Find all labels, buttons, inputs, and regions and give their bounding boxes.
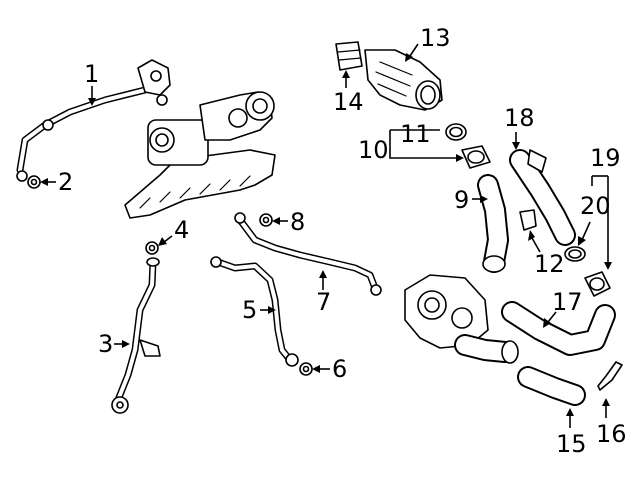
- callout-4: 4: [158, 216, 189, 246]
- part-17-charge-pipe: [501, 301, 616, 356]
- callout-label: 7: [316, 288, 331, 316]
- callout-label: 9: [454, 186, 469, 214]
- part-18-intercooler-pipe: [509, 149, 576, 246]
- callout-8: 8: [272, 208, 305, 236]
- callout-16: 16: [596, 398, 627, 448]
- callout-2: 2: [40, 168, 73, 196]
- callout-label: 11: [400, 120, 431, 148]
- callout-17: 17: [543, 288, 583, 328]
- callout-5: 5: [242, 296, 276, 324]
- part-8-washer: [259, 213, 273, 227]
- part-1-oil-feed-line: [16, 59, 171, 182]
- part-9-charge-hose: [477, 174, 509, 273]
- part-10-connector: [461, 145, 491, 169]
- turbocharger-manifold: [124, 91, 276, 219]
- part-13-intake-housing: [364, 49, 443, 111]
- callout-label: 15: [556, 430, 587, 458]
- part-3-coolant-pipe: [111, 257, 161, 414]
- callout-label: 14: [333, 88, 364, 116]
- part-7-line: [234, 212, 382, 296]
- callout-label: 2: [58, 168, 73, 196]
- part-6-washer: [299, 362, 313, 376]
- callout-9: 9: [454, 186, 488, 214]
- part-15-hose: [517, 366, 586, 406]
- callout-14: 14: [333, 70, 364, 116]
- part-11-clamp: [445, 123, 467, 141]
- callout-label: 17: [552, 288, 583, 316]
- callout-11: 11: [400, 120, 431, 148]
- part-19-connector: [584, 271, 611, 297]
- callout-label: 5: [242, 296, 257, 324]
- callout-12: 12: [528, 230, 565, 278]
- part-4-washer: [145, 241, 159, 255]
- callout-label: 6: [332, 355, 347, 383]
- callout-label: 13: [420, 24, 451, 52]
- callout-label: 8: [290, 208, 305, 236]
- part-16-elbow: [597, 361, 623, 391]
- part-14-sleeve: [335, 41, 363, 71]
- callout-label: 18: [504, 104, 535, 132]
- part-12-bracket: [519, 209, 537, 231]
- turbocharger-lower-assembly: [404, 274, 519, 364]
- callout-15: 15: [556, 408, 587, 458]
- callout-label: 19: [590, 144, 621, 172]
- callout-7: 7: [316, 270, 331, 316]
- callout-6: 6: [312, 355, 347, 383]
- callout-3: 3: [98, 330, 130, 358]
- callout-label: 16: [596, 420, 627, 448]
- part-20-clamp: [564, 246, 586, 262]
- callout-18: 18: [504, 104, 535, 150]
- callout-label: 3: [98, 330, 113, 358]
- callout-19: 19: [590, 144, 621, 270]
- callout-1: 1: [84, 60, 99, 106]
- part-5-oil-return-line: [210, 256, 299, 367]
- part-2-washer: [27, 175, 41, 189]
- callout-label: 1: [84, 60, 99, 88]
- callout-13: 13: [405, 24, 451, 62]
- callout-label: 20: [580, 192, 611, 220]
- callout-label: 12: [534, 250, 565, 278]
- callout-10: 10: [358, 129, 464, 164]
- callout-label: 4: [174, 216, 189, 244]
- callout-label: 10: [358, 136, 389, 164]
- callout-20: 20: [578, 192, 611, 246]
